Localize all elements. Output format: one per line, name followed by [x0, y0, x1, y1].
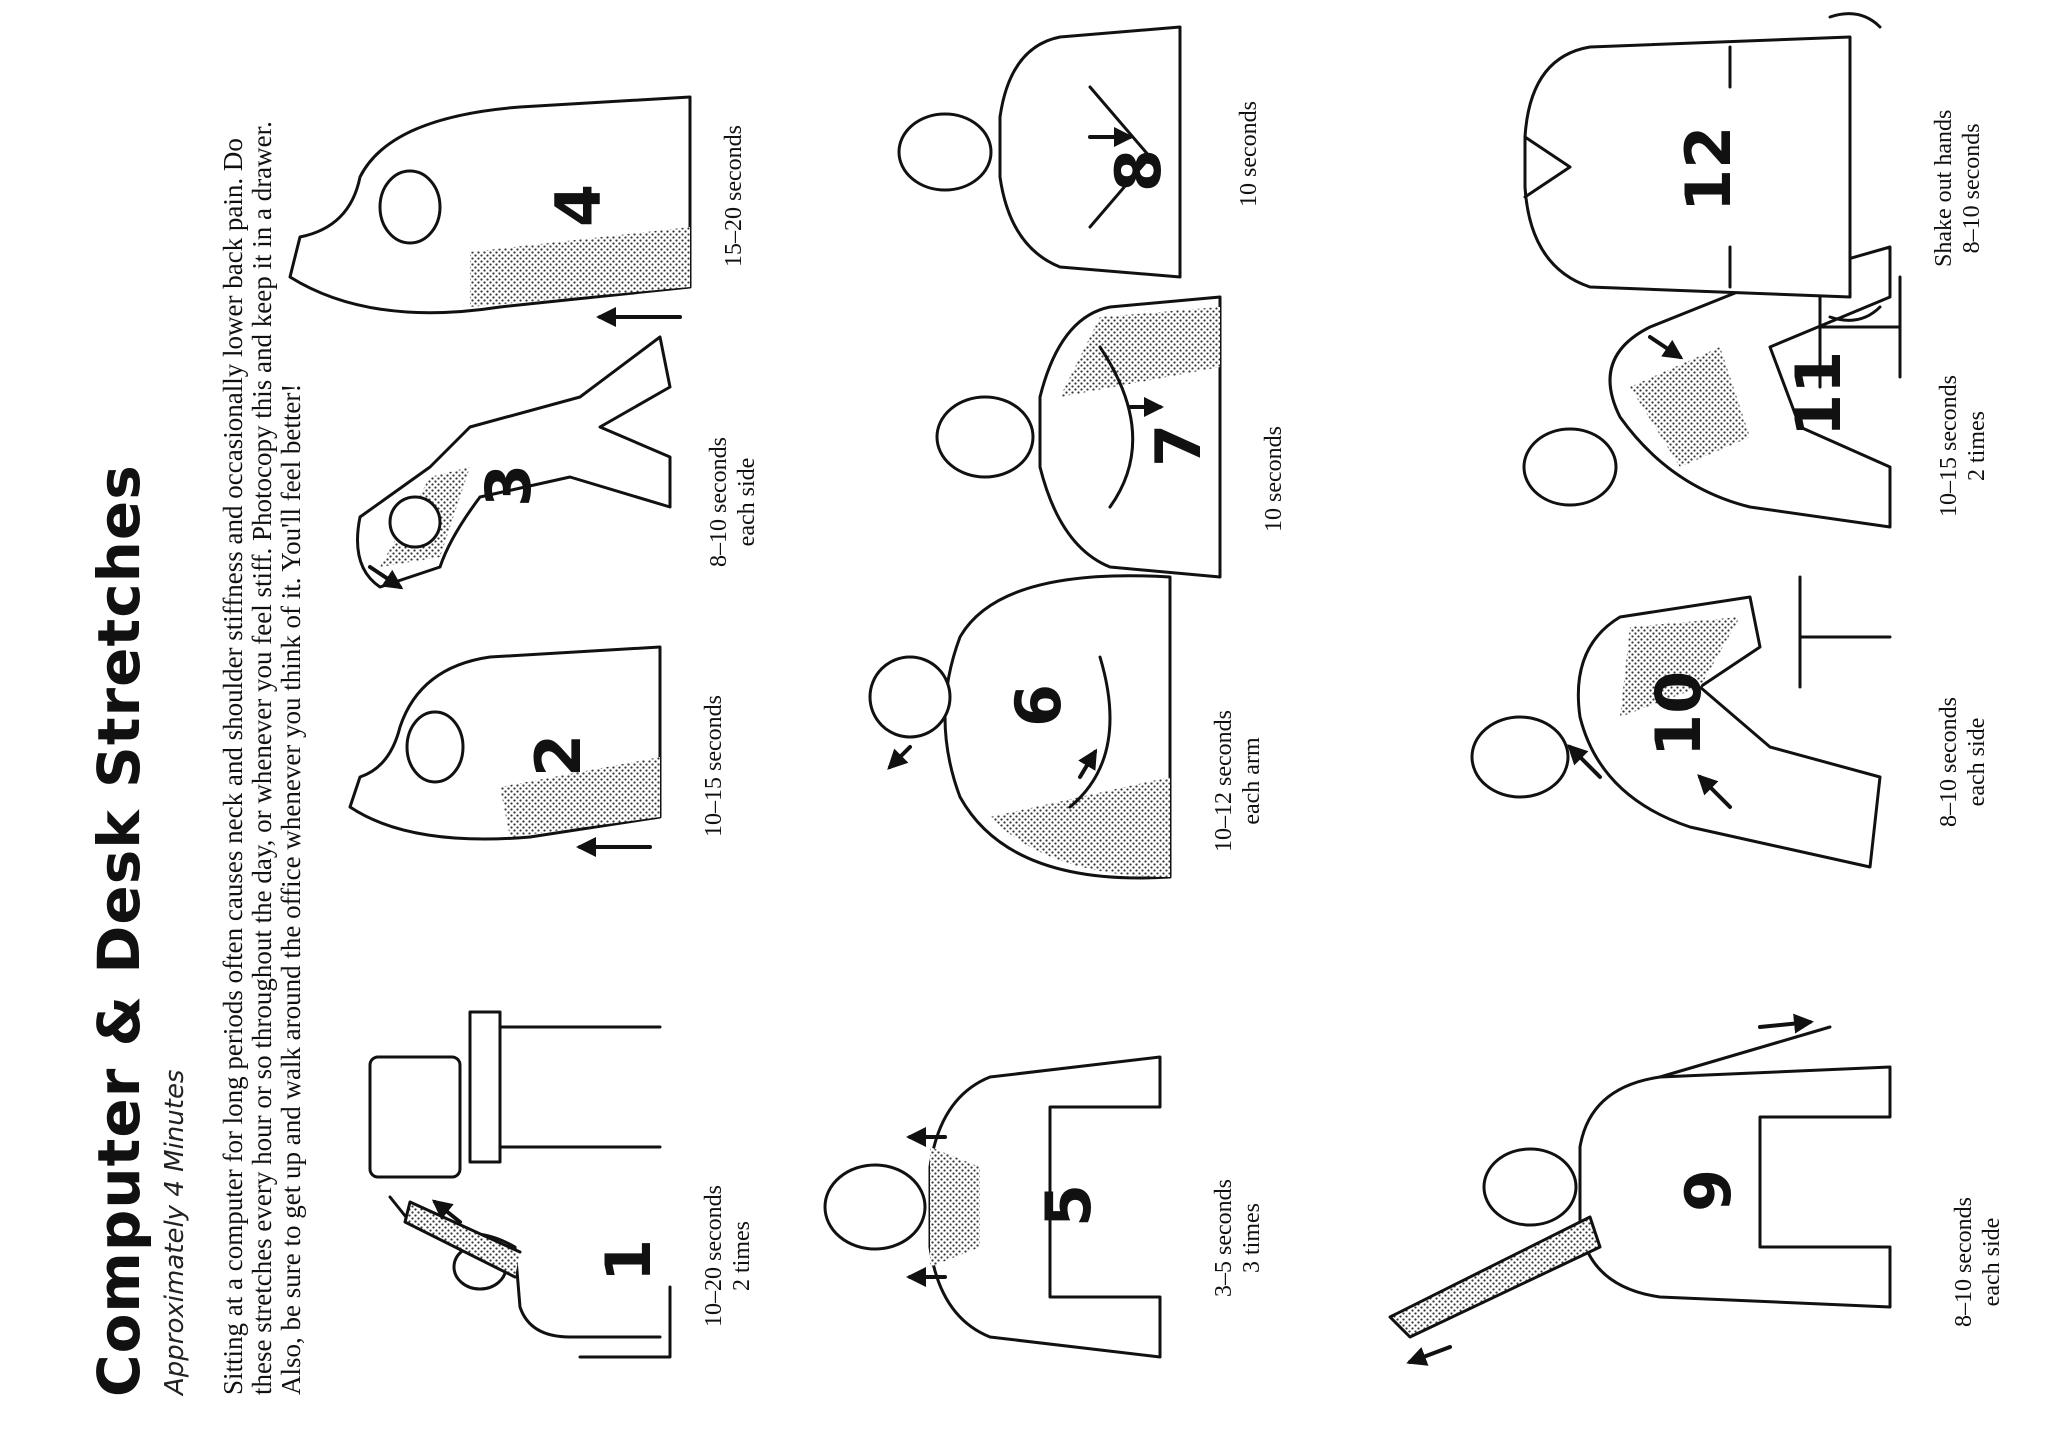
stretch-7-number: 7 [1142, 424, 1215, 467]
stretch-12-caption-line-2: 8–10 seconds [1959, 123, 1985, 254]
stretch-11-illustration: 11 [1522, 245, 1902, 529]
stretch-5-number: 5 [1032, 1184, 1105, 1227]
stretch-1-caption: 10–20 seconds 2 times [700, 1185, 756, 1327]
stretch-9-illustration: 9 [1388, 1013, 1892, 1366]
stretch-2-illustration: 2 [348, 645, 662, 857]
stretch-7-caption-line-1: 10 seconds [1261, 426, 1287, 532]
stretch-4-number: 4 [542, 184, 615, 227]
stretch-5: 5 [760, 1017, 1200, 1397]
stretch-5-caption-line-2: 3 times [1239, 1203, 1265, 1274]
stretch-6-illustration: 6 [868, 574, 1172, 880]
stretch-8: 8 [860, 7, 1200, 307]
stretch-1-number: 1 [592, 1239, 665, 1282]
stretch-3-caption-line-2: each side [734, 457, 760, 547]
stretch-2-number: 2 [522, 734, 595, 777]
stretch-2: 2 [330, 597, 690, 877]
stretch-1-caption-line-1: 10–20 seconds [701, 1185, 727, 1327]
page-subtitle: Approximately 4 Minutes [160, 1069, 190, 1395]
stretch-8-caption: 10 seconds [1235, 101, 1263, 207]
stretch-8-number: 8 [1102, 149, 1175, 192]
stretch-10-illustration: 10 [1470, 575, 1892, 869]
stretch-5-caption-line-1: 3–5 seconds [1211, 1179, 1237, 1297]
stretch-1: 1 [330, 997, 690, 1397]
stretch-8-illustration: 8 [897, 25, 1182, 279]
stretch-9-number: 9 [1672, 1169, 1745, 1212]
stretch-11-caption: 10–15 seconds 2 times [1935, 375, 1991, 517]
stretch-6-caption: 10–12 seconds each arm [1210, 710, 1266, 852]
stretch-4-caption-line-1: 15–20 seconds [721, 125, 747, 267]
stretch-7-caption: 10 seconds [1260, 426, 1288, 532]
stretch-4: 4 [270, 47, 710, 347]
page-title: Computer & Desk Stretches [85, 464, 153, 1397]
stretch-3-illustration: 3 [356, 335, 672, 590]
stretch-6-caption-line-2: each arm [1239, 737, 1265, 825]
stretch-12-number: 12 [1672, 126, 1745, 212]
stretch-10-caption-line-1: 8–10 seconds [1936, 697, 1962, 827]
stretch-5-caption: 3–5 seconds 3 times [1210, 1179, 1266, 1297]
stretch-12-caption-line-1: Shake out hands [1931, 109, 1957, 267]
stretch-11-caption-line-1: 10–15 seconds [1936, 375, 1962, 517]
stretch-3-caption-line-1: 8–10 seconds [706, 437, 732, 567]
stretch-9-caption-line-1: 8–10 seconds [1951, 1197, 1977, 1327]
stretch-12-caption: Shake out hands 8–10 seconds [1930, 110, 1986, 267]
stretch-7-illustration: 7 [935, 295, 1222, 579]
stretch-4-caption: 15–20 seconds [720, 125, 748, 267]
stretch-3-caption: 8–10 seconds each side [705, 437, 761, 567]
stretch-10: 10 [1370, 527, 1910, 947]
stretch-10-caption: 8–10 seconds each side [1935, 697, 1991, 827]
stretch-9-caption: 8–10 seconds each side [1950, 1197, 2006, 1327]
stretch-2-caption-line-1: 10–15 seconds [701, 695, 727, 837]
stretch-10-caption-line-2: each side [1964, 717, 1990, 807]
stretch-11-caption-line-2: 2 times [1964, 411, 1990, 482]
stretch-5-illustration: 5 [823, 1055, 1162, 1359]
stretch-6-number: 6 [1002, 684, 1075, 727]
stretch-12-illustration: 12 [1523, 12, 1882, 322]
stretch-2-caption: 10–15 seconds [700, 695, 728, 837]
stretch-3-number: 3 [472, 464, 545, 507]
stretch-6: 6 [850, 537, 1210, 917]
stretch-9-caption-line-2: each side [1979, 1217, 2005, 1307]
stretch-4-illustration: 4 [288, 95, 692, 327]
stretch-8-caption-line-1: 10 seconds [1236, 101, 1262, 207]
stretch-1-illustration: 1 [368, 1010, 672, 1359]
stretch-7: 7 [900, 267, 1240, 607]
stretch-11-number: 11 [1782, 351, 1855, 437]
stretch-11: 11 [1420, 207, 1920, 587]
stretch-1-caption-line-2: 2 times [729, 1221, 755, 1292]
stretch-12: 12 [1430, 0, 1910, 337]
stretch-3: 3 [320, 307, 700, 627]
stretch-9: 9 [1330, 987, 1930, 1417]
stretch-10-number: 10 [1642, 671, 1715, 757]
stretch-6-caption-line-1: 10–12 seconds [1211, 710, 1237, 852]
